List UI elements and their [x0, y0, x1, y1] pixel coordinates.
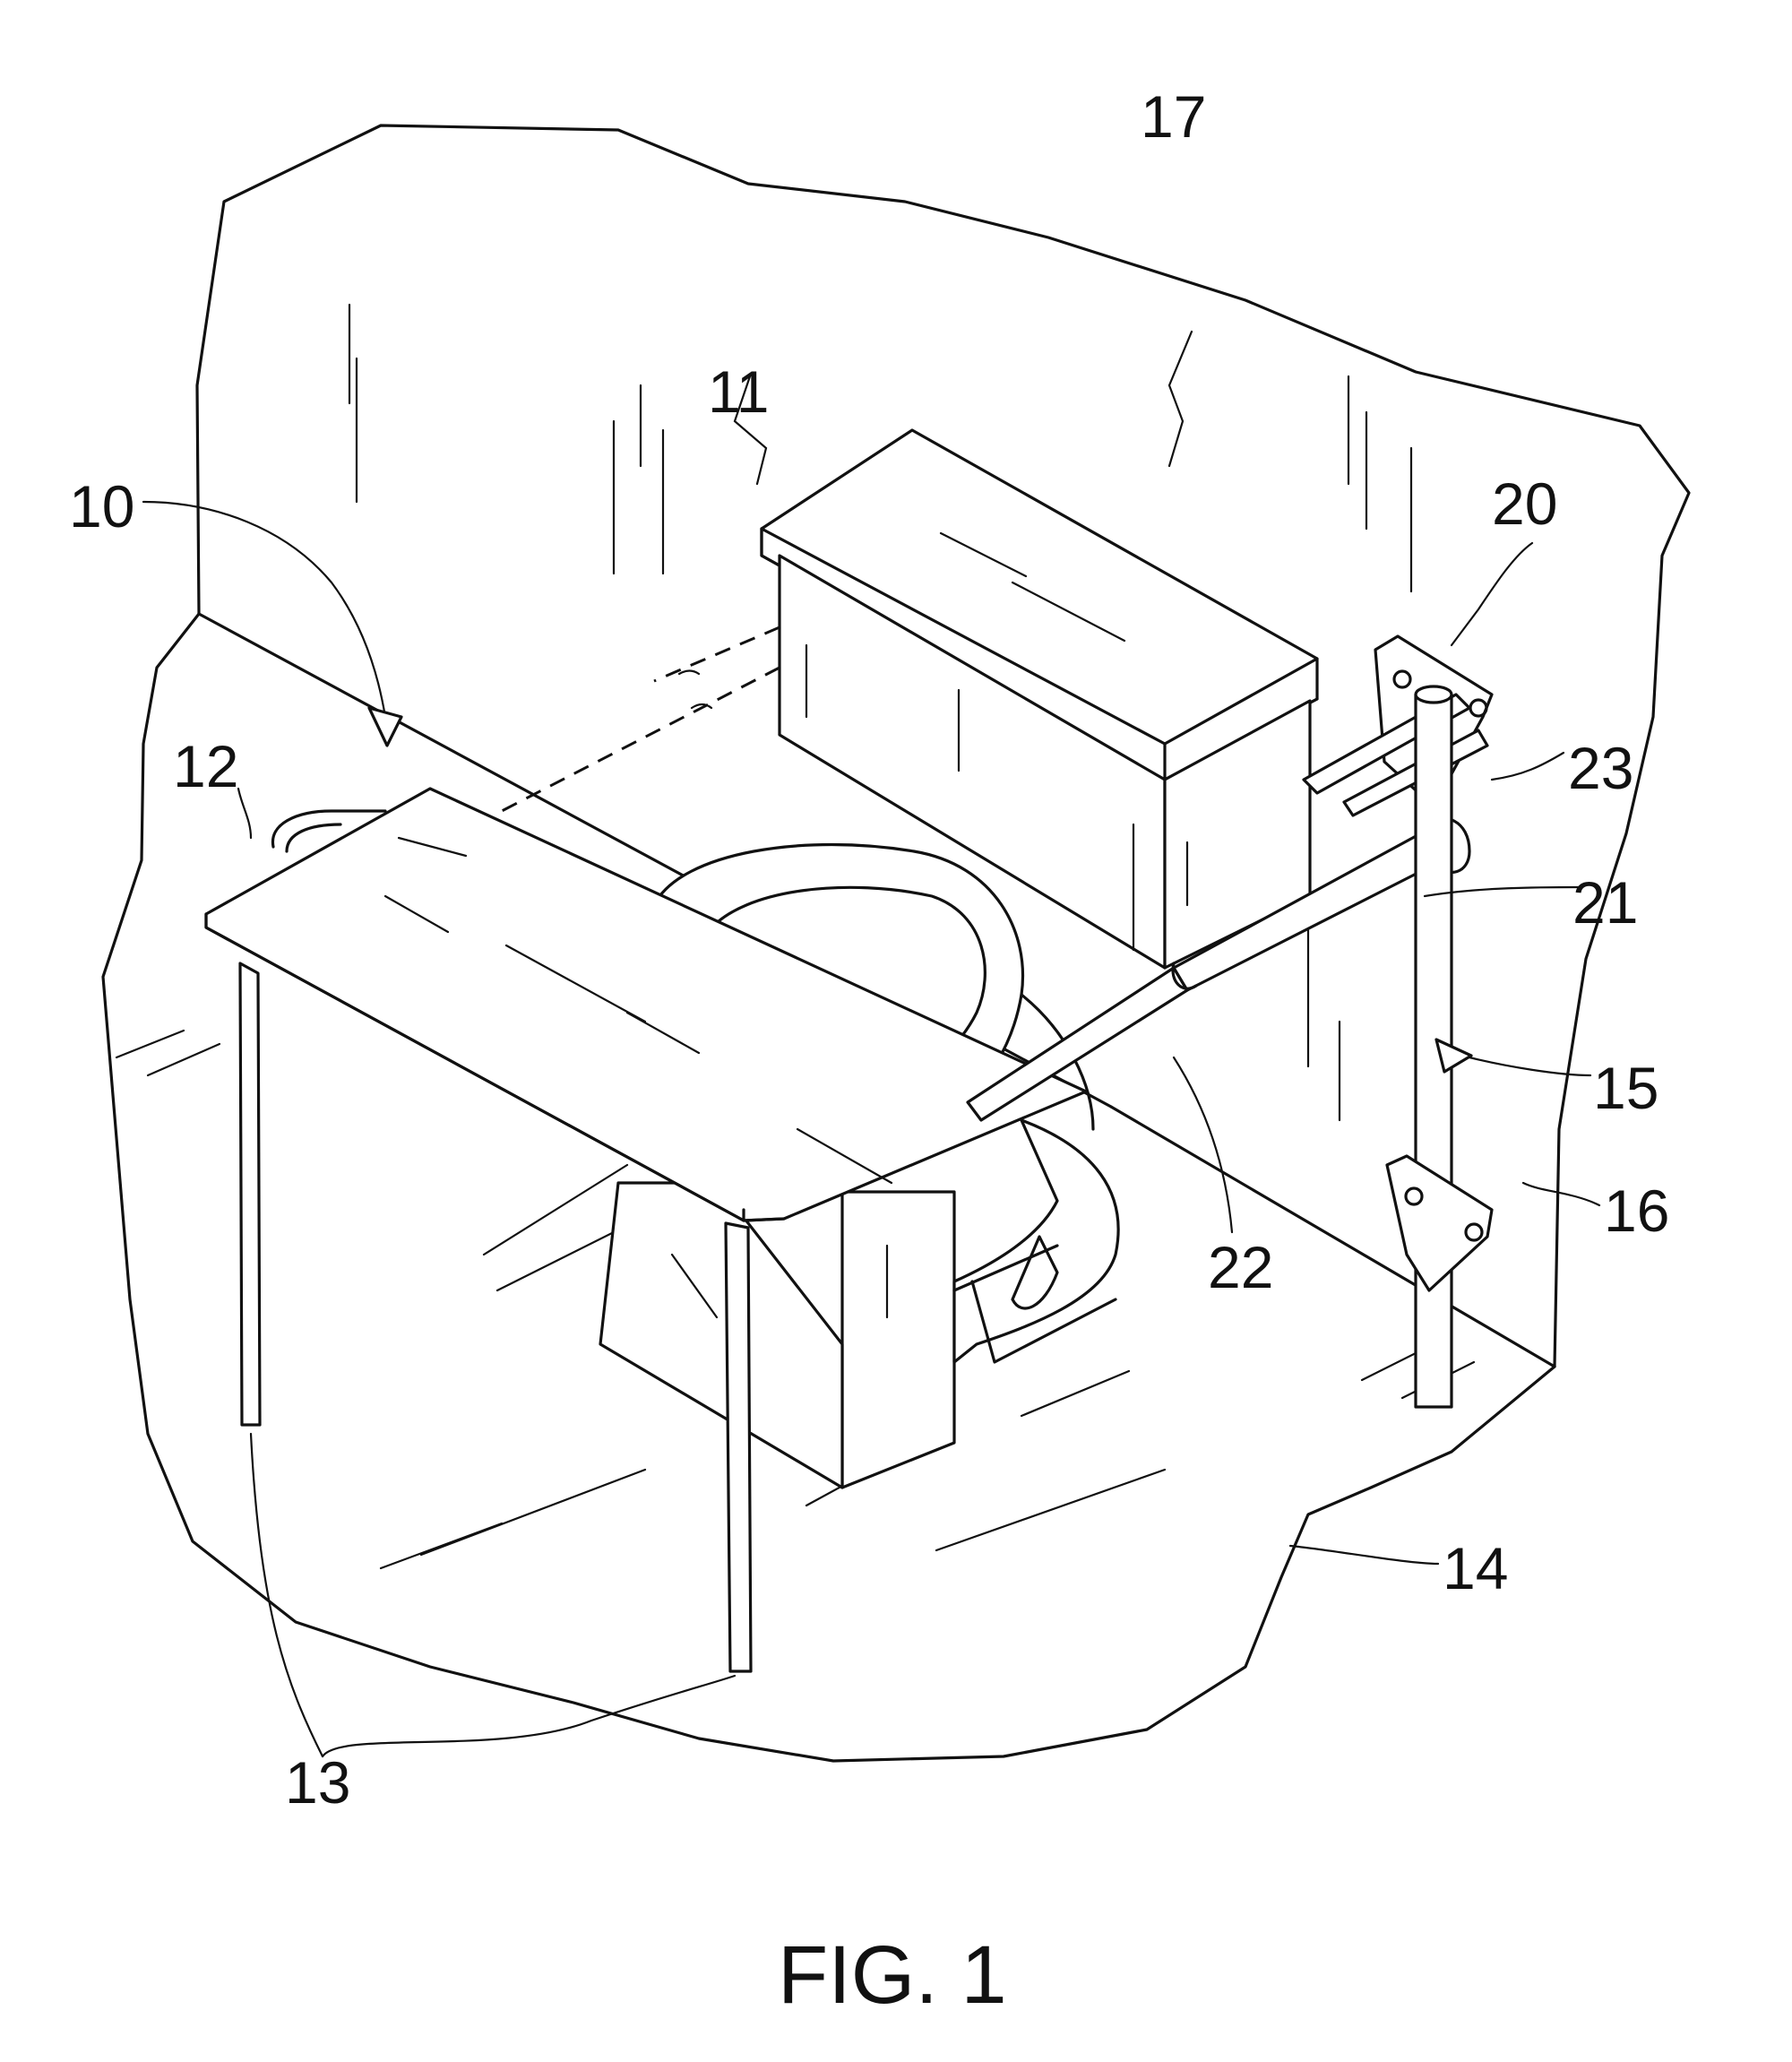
label-13: 13 [285, 1749, 350, 1816]
label-23: 23 [1568, 735, 1633, 801]
tray-legs [238, 962, 753, 1673]
hidden-fitting [677, 669, 713, 710]
wall-bracket-upper [1302, 634, 1494, 1409]
label-15: 15 [1593, 1055, 1658, 1121]
label-20: 20 [1492, 470, 1557, 537]
wall-outline [195, 124, 1691, 1368]
figure-caption: FIG. 1 [778, 1929, 1007, 2021]
support-bar [966, 816, 1471, 1122]
label-22: 22 [1208, 1234, 1273, 1300]
label-11: 11 [708, 358, 770, 425]
leader-lines [142, 330, 1601, 1758]
label-21: 21 [1572, 869, 1638, 936]
label-14: 14 [1443, 1535, 1508, 1601]
floor-bracket [1385, 1154, 1494, 1292]
wall-floor-corner-right [1109, 1105, 1556, 1368]
tray-board [204, 787, 1088, 1222]
wall-shading [348, 303, 1413, 1122]
label-12: 12 [173, 733, 238, 799]
label-10: 10 [69, 473, 134, 539]
label-16: 16 [1604, 1178, 1669, 1244]
hidden-line-upper [653, 626, 780, 683]
hidden-line-lower [501, 666, 780, 813]
rear-handle-inner [285, 823, 342, 853]
toilet-tank [760, 428, 1319, 970]
label-17: 17 [1141, 83, 1206, 150]
rear-handle [271, 809, 387, 849]
